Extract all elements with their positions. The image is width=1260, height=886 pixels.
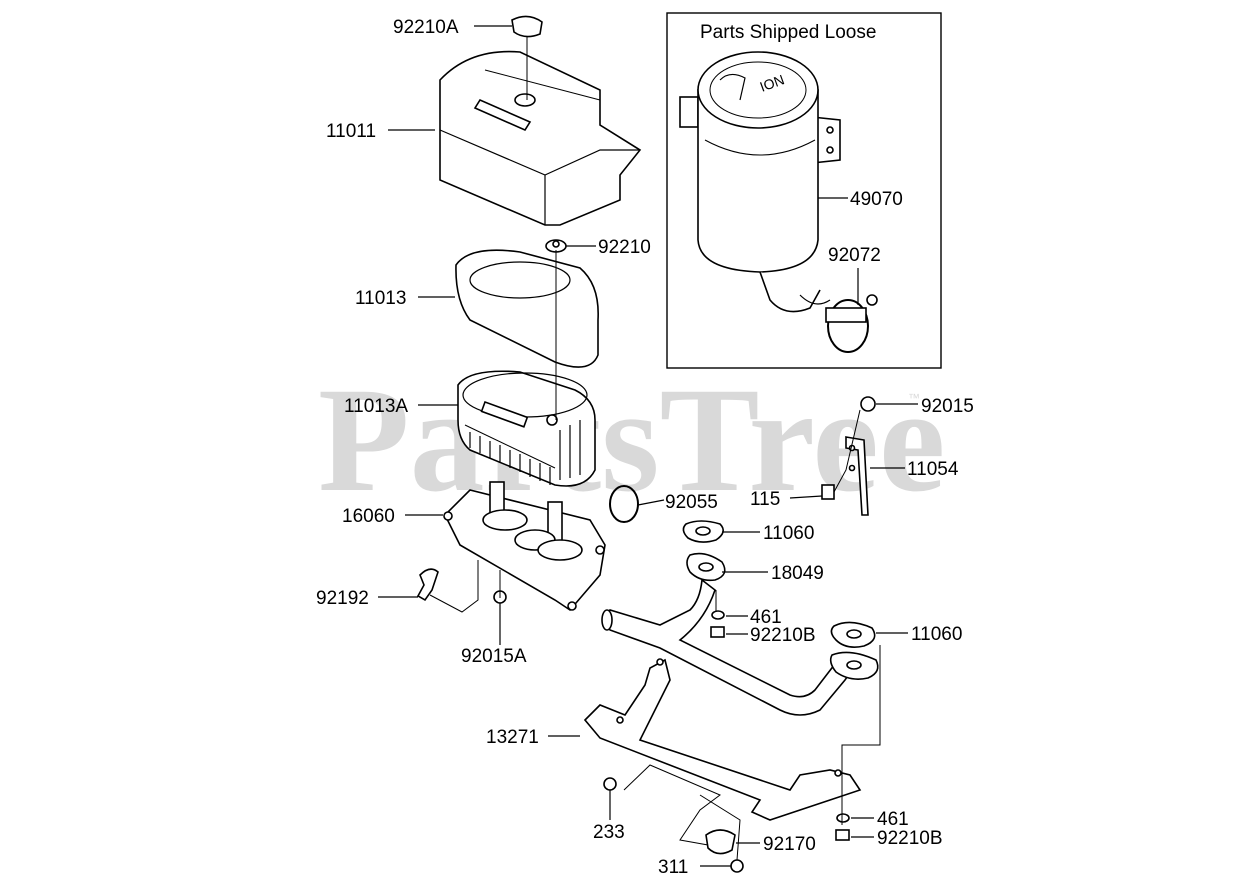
breather-hose-part[interactable] <box>416 568 439 602</box>
air-cleaner-cover-part[interactable] <box>439 50 642 226</box>
label-92015A[interactable]: 92015A <box>461 646 527 667</box>
label-92072[interactable]: 92072 <box>828 245 881 266</box>
trademark-mark: ™ <box>908 391 920 405</box>
label-92210[interactable]: 92210 <box>598 237 651 258</box>
label-92192[interactable]: 92192 <box>316 588 369 609</box>
assembly-lines <box>429 36 881 861</box>
exhaust-pipe-part[interactable] <box>601 552 879 716</box>
label-11054[interactable]: 11054 <box>907 459 959 480</box>
nut-92210B-upper-part[interactable] <box>710 626 725 638</box>
label-49070[interactable]: 49070 <box>850 189 903 210</box>
part-labels: 92210A 11011 92210 11013 11013A 16060 92… <box>316 17 974 878</box>
label-11011[interactable]: 11011 <box>326 121 376 142</box>
label-92210B-upper[interactable]: 92210B <box>750 625 816 646</box>
box-title: Parts Shipped Loose <box>700 22 876 43</box>
label-11060-lower[interactable]: 11060 <box>911 624 962 645</box>
washer-461-upper-part[interactable] <box>711 610 725 620</box>
leader-lines <box>378 25 918 867</box>
washer-461-lower-part[interactable] <box>836 813 850 823</box>
label-461-upper[interactable]: 461 <box>750 607 782 628</box>
muffler-part[interactable]: ION <box>679 51 841 313</box>
svg-text:ION: ION <box>758 71 787 95</box>
pre-cleaner-part[interactable] <box>455 249 599 368</box>
label-92210A[interactable]: 92210A <box>393 17 459 38</box>
label-92015[interactable]: 92015 <box>921 396 974 417</box>
air-cleaner-base-part[interactable] <box>443 481 606 612</box>
nut-311-part[interactable] <box>730 859 744 873</box>
wing-nut-part[interactable] <box>511 15 543 38</box>
label-11060-upper[interactable]: 11060 <box>763 523 814 544</box>
o-ring-part[interactable] <box>609 485 639 523</box>
label-92055[interactable]: 92055 <box>665 492 718 513</box>
label-16060[interactable]: 16060 <box>342 506 395 527</box>
nut-92015-part[interactable] <box>860 396 876 412</box>
muffler-clamp-part[interactable] <box>825 294 878 353</box>
gasket-lower-part[interactable] <box>830 621 876 648</box>
screw-233-part[interactable] <box>603 777 617 791</box>
heat-shield-part[interactable] <box>583 658 862 821</box>
air-filter-element-part[interactable] <box>457 370 596 487</box>
label-92210B-lower[interactable]: 92210B <box>877 828 943 849</box>
label-311[interactable]: 311 <box>658 857 688 878</box>
label-92170[interactable]: 92170 <box>763 834 816 855</box>
label-18049[interactable]: 18049 <box>771 563 824 584</box>
label-461-lower[interactable]: 461 <box>877 809 909 830</box>
label-115[interactable]: 115 <box>750 489 780 510</box>
bracket-part[interactable] <box>845 436 869 516</box>
label-13271[interactable]: 13271 <box>486 727 539 748</box>
gasket-upper-part[interactable] <box>682 520 724 543</box>
parts-shipped-loose-box: Parts Shipped Loose <box>666 12 942 369</box>
clamp-92170-part[interactable] <box>705 829 736 855</box>
label-233[interactable]: 233 <box>593 822 625 843</box>
label-11013[interactable]: 11013 <box>355 288 406 309</box>
nut-92210B-lower-part[interactable] <box>835 829 850 841</box>
label-11013A[interactable]: 11013A <box>344 396 408 417</box>
watermark: PartsTree <box>318 357 945 523</box>
bolt-115-part[interactable] <box>821 484 835 500</box>
